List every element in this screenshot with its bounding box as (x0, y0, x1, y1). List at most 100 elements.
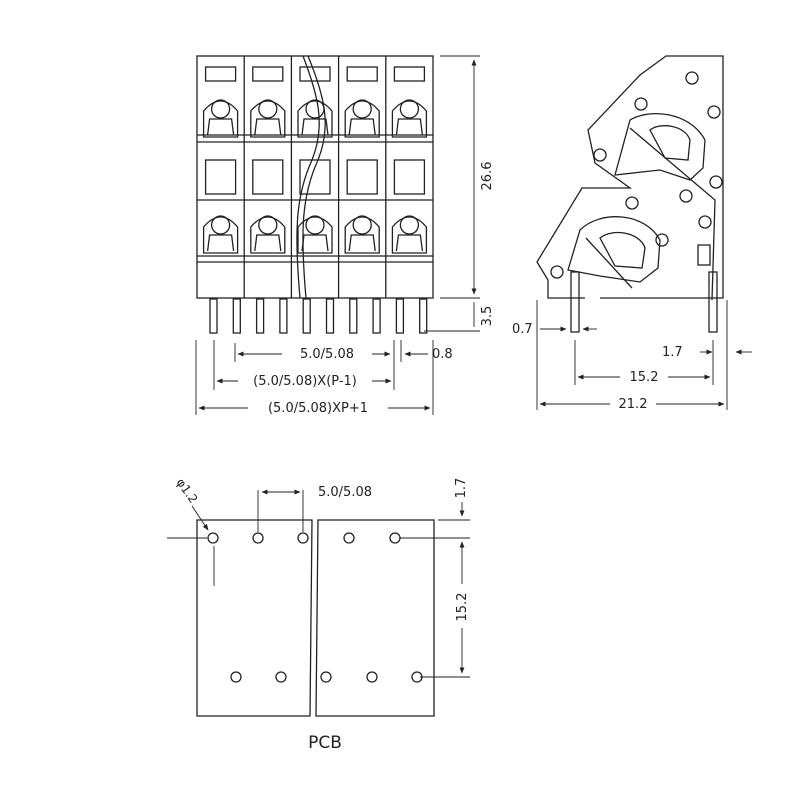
pcb-hole (343, 532, 355, 544)
side-holes (550, 71, 723, 279)
release-hole (258, 99, 278, 119)
pcb-board-left (196, 519, 313, 717)
clamp-opening (202, 100, 239, 138)
pcb-view: φ1.2 5.0/5.08 1.7 15.2 PCB (167, 476, 470, 753)
pin (232, 298, 241, 334)
side-pin (708, 271, 718, 333)
dim-depth: 21.2 (619, 397, 648, 412)
pin (209, 298, 218, 334)
cell-window (393, 159, 426, 195)
cell-window (252, 66, 284, 82)
clamp-spring (206, 118, 235, 136)
dim-height-total: 26.6 (480, 162, 495, 191)
side-hole (634, 97, 648, 111)
release-hole (210, 215, 231, 235)
pin (302, 298, 311, 334)
release-hole (305, 215, 325, 235)
front-cells (202, 56, 428, 298)
cell-window (252, 159, 284, 195)
pcb-hole (230, 671, 242, 683)
clamp-opening (250, 100, 286, 138)
release-hole (210, 99, 231, 119)
pcb-board-right (315, 519, 435, 717)
front-view: 26.6 3.5 5.0/5.08 0.8 (5.0/5.08)X(P-1) (… (195, 55, 495, 416)
clamp-opening (202, 216, 239, 254)
dim-hole-diameter: φ1.2 (174, 476, 201, 506)
release-hole (399, 99, 420, 119)
dim-pcb-pitch: 5.0/5.08 (318, 485, 372, 500)
side-pin (570, 271, 580, 333)
side-hole (698, 215, 712, 229)
spring-lever (629, 127, 716, 301)
dim-edge-offset: 1.7 (454, 478, 469, 499)
pin (419, 298, 428, 334)
release-hole (305, 99, 325, 119)
release-hole (352, 215, 372, 235)
release-hole (258, 215, 278, 235)
clamp-opening (344, 100, 380, 138)
cell-window (299, 159, 331, 195)
clamp-spring (301, 234, 329, 252)
clamp-spring (301, 118, 329, 136)
cell-window (299, 66, 331, 82)
pin (395, 298, 405, 334)
clamp-spring (254, 118, 282, 136)
pin (372, 298, 381, 334)
side-view: 0.7 1.7 15.2 21.2 (512, 55, 752, 412)
clamp-spring (395, 118, 424, 136)
side-hole (655, 233, 669, 247)
side-hole (625, 196, 639, 210)
clamp-opening (344, 216, 380, 254)
cell-window (393, 66, 426, 82)
cell-window (204, 159, 237, 195)
clamp-spring (254, 234, 282, 252)
pcb-hole (275, 671, 287, 683)
pin (349, 298, 358, 334)
pcb-hole (389, 532, 401, 544)
dim-pcb-row-spacing: 15.2 (455, 593, 470, 622)
wire (296, 55, 320, 299)
clamp-spring (348, 234, 376, 252)
pcb-hole (366, 671, 378, 683)
dim-pitch-span: (5.0/5.08)X(P-1) (253, 374, 357, 389)
upper-cage (614, 113, 706, 181)
clamp-opening (250, 216, 286, 254)
side-hole (550, 265, 564, 279)
front-body-outline (196, 55, 434, 299)
clamp-opening (297, 216, 333, 254)
side-tab (697, 244, 711, 266)
pcb-holes (207, 532, 423, 683)
side-hole (679, 189, 693, 203)
clamp-opening (391, 216, 428, 254)
pin (325, 298, 335, 334)
clamp-spring (206, 234, 235, 252)
dim-offset: 1.7 (662, 345, 683, 360)
side-hole (593, 148, 607, 162)
cell-window (204, 66, 237, 82)
side-hole (709, 175, 723, 189)
side-hole (707, 105, 721, 119)
release-hole (352, 99, 372, 119)
dim-overall-width: (5.0/5.08)XP+1 (268, 401, 368, 416)
pcb-title: PCB (308, 733, 342, 753)
pcb-hole (207, 532, 219, 544)
lower-cage (567, 216, 661, 283)
dim-pin-thickness: 0.7 (512, 322, 533, 337)
release-hole (399, 215, 420, 235)
clamp-spring (395, 234, 424, 252)
wire (302, 55, 326, 299)
pcb-hole (320, 671, 332, 683)
pcb-hole (297, 532, 309, 544)
pin (255, 298, 265, 334)
dim-row-spacing: 15.2 (630, 370, 659, 385)
side-body-outline (536, 55, 724, 299)
pcb-hole (252, 532, 264, 544)
clamp-spring (348, 118, 376, 136)
front-pins (209, 298, 428, 334)
pin (279, 298, 288, 334)
clamp-opening (391, 100, 428, 138)
cell-window (346, 159, 378, 195)
cell-window (346, 66, 378, 82)
dim-pin-length: 3.5 (480, 306, 495, 327)
